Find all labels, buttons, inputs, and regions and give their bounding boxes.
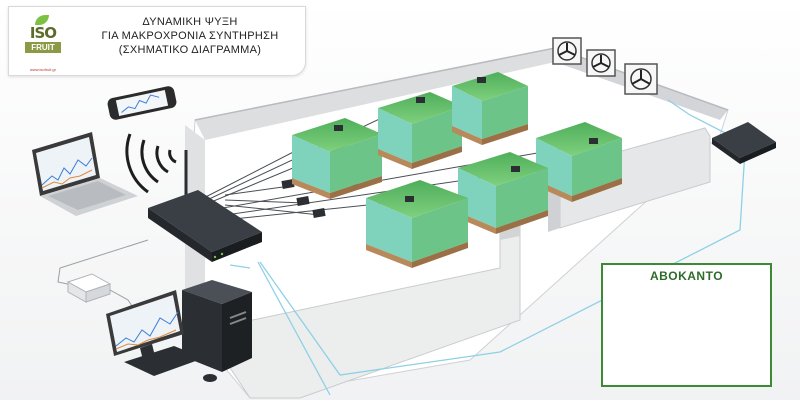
title-line-3: (ΣΧΗΜΑΤΙΚΟ ΔΙΑΓΡΑΜΜΑ) — [118, 44, 262, 56]
gateway-icon — [148, 150, 262, 262]
title-line-1: ΔΥΝΑΜΙΚΗ ΨΥΞΗ — [142, 16, 238, 28]
fan-icon — [552, 37, 582, 65]
desktop-computer-icon — [106, 280, 252, 382]
sensor-icon — [312, 208, 326, 218]
sensor-icon — [296, 196, 310, 206]
page-title: ΔΥΝΑΜΙΚΗ ΨΥΞΗ ΓΙΑ ΜΑΚΡΟΧΡΟΝΙΑ ΣΥΝΤΗΡΗΣΗ … — [75, 15, 305, 57]
pallet-stacks — [292, 72, 622, 268]
laptop-icon — [32, 132, 138, 216]
product-panel: ΑΒΟΚΑΝΤΟ — [601, 263, 772, 387]
logo-line1: ISO — [29, 24, 57, 42]
product-label: ΑΒΟΚΑΝΤΟ — [649, 269, 724, 283]
fan-icon — [586, 49, 616, 77]
router-icon — [66, 273, 112, 303]
sensor-icon — [281, 179, 295, 189]
pallet-stack — [292, 118, 382, 199]
ethernet-cable — [57, 239, 149, 286]
pallet-stack — [452, 72, 528, 145]
network-cables — [229, 99, 746, 396]
pallet-stack — [366, 180, 468, 268]
gateway-icon — [712, 122, 776, 164]
smartphone-icon — [107, 86, 177, 120]
leaf-icon — [35, 15, 49, 25]
title-line-2: ΓΙΑ ΜΑΚΡΟΧΡΟΝΙΑ ΣΥΝΤΗΡΗΣΗ — [101, 30, 279, 42]
logo-line2: FRUIT — [25, 42, 61, 53]
logo-website: www.isofruit.gr — [29, 67, 56, 72]
pallet-stack — [378, 92, 462, 169]
title-panel: ISO FRUIT www.isofruit.gr ΔΥΝΑΜΙΚΗ ΨΥΞΗ … — [8, 6, 306, 76]
fan-icon — [624, 63, 658, 95]
wifi-icon — [125, 133, 177, 194]
isofruit-logo: ISO FRUIT www.isofruit.gr — [23, 15, 63, 73]
